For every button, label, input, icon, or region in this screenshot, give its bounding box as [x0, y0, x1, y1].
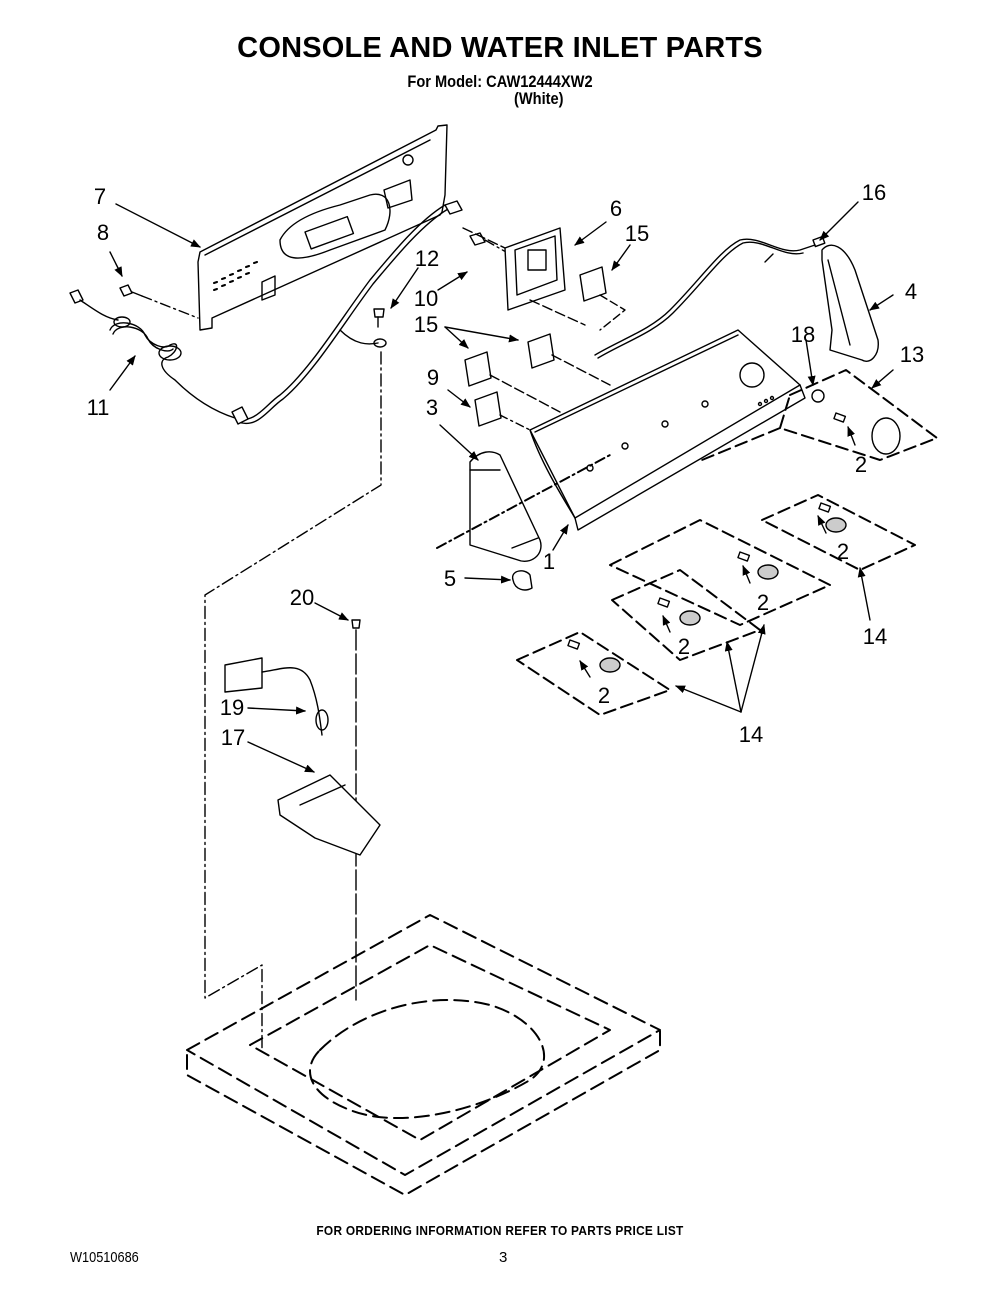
callout-9: 9	[426, 365, 440, 390]
callout-3: 3	[425, 395, 439, 420]
bushing-18	[811, 389, 825, 403]
callout-17: 17	[220, 725, 246, 750]
callout-15-left: 15	[413, 312, 439, 337]
callout-leaders	[109, 201, 894, 773]
screw-8	[119, 284, 199, 319]
callout-20: 20	[289, 585, 315, 610]
callout-19: 19	[219, 695, 245, 720]
control-board	[462, 227, 586, 326]
callout-1: 1	[542, 549, 556, 574]
callout-12: 12	[414, 246, 440, 271]
selector-switches	[464, 266, 626, 431]
top-frame	[186, 914, 661, 1196]
ground-lead-line	[204, 351, 382, 1051]
callout-13: 13	[899, 342, 925, 367]
callout-10: 10	[413, 286, 439, 311]
model-color: (White)	[514, 89, 564, 108]
document-number: W10510686	[70, 1249, 139, 1266]
page-number: 3	[499, 1249, 508, 1266]
end-cap-right	[821, 244, 879, 362]
callout-7: 7	[93, 184, 107, 209]
model-number: For Model: CAW12444XW2	[407, 72, 593, 91]
callout-8: 8	[96, 220, 110, 245]
callout-2-knob1: 2	[854, 452, 868, 477]
clip-5	[511, 570, 533, 591]
callout-2-knob2: 2	[836, 539, 850, 564]
callout-18: 18	[790, 322, 816, 347]
callout-5: 5	[443, 566, 457, 591]
knobs	[567, 412, 901, 673]
callout-2-knob4: 2	[677, 634, 691, 659]
callout-14-bottom: 14	[738, 722, 764, 747]
callout-4: 4	[904, 279, 918, 304]
power-cord	[69, 200, 463, 425]
screw-12	[373, 308, 385, 328]
callout-2-knob3: 2	[756, 590, 770, 615]
end-cap-left	[469, 451, 542, 562]
callout-6: 6	[609, 196, 623, 221]
console	[529, 329, 806, 531]
ordering-note: FOR ORDERING INFORMATION REFER TO PARTS …	[316, 1224, 684, 1238]
rear-panel	[197, 124, 448, 331]
callout-16: 16	[861, 180, 887, 205]
callout-11: 11	[86, 395, 110, 420]
water-inlet-valve	[224, 619, 381, 1001]
callout-2-knob5: 2	[597, 683, 611, 708]
callout-14-right: 14	[862, 624, 888, 649]
callout-15-upper: 15	[624, 221, 650, 246]
page-title: CONSOLE AND WATER INLET PARTS	[237, 32, 763, 64]
